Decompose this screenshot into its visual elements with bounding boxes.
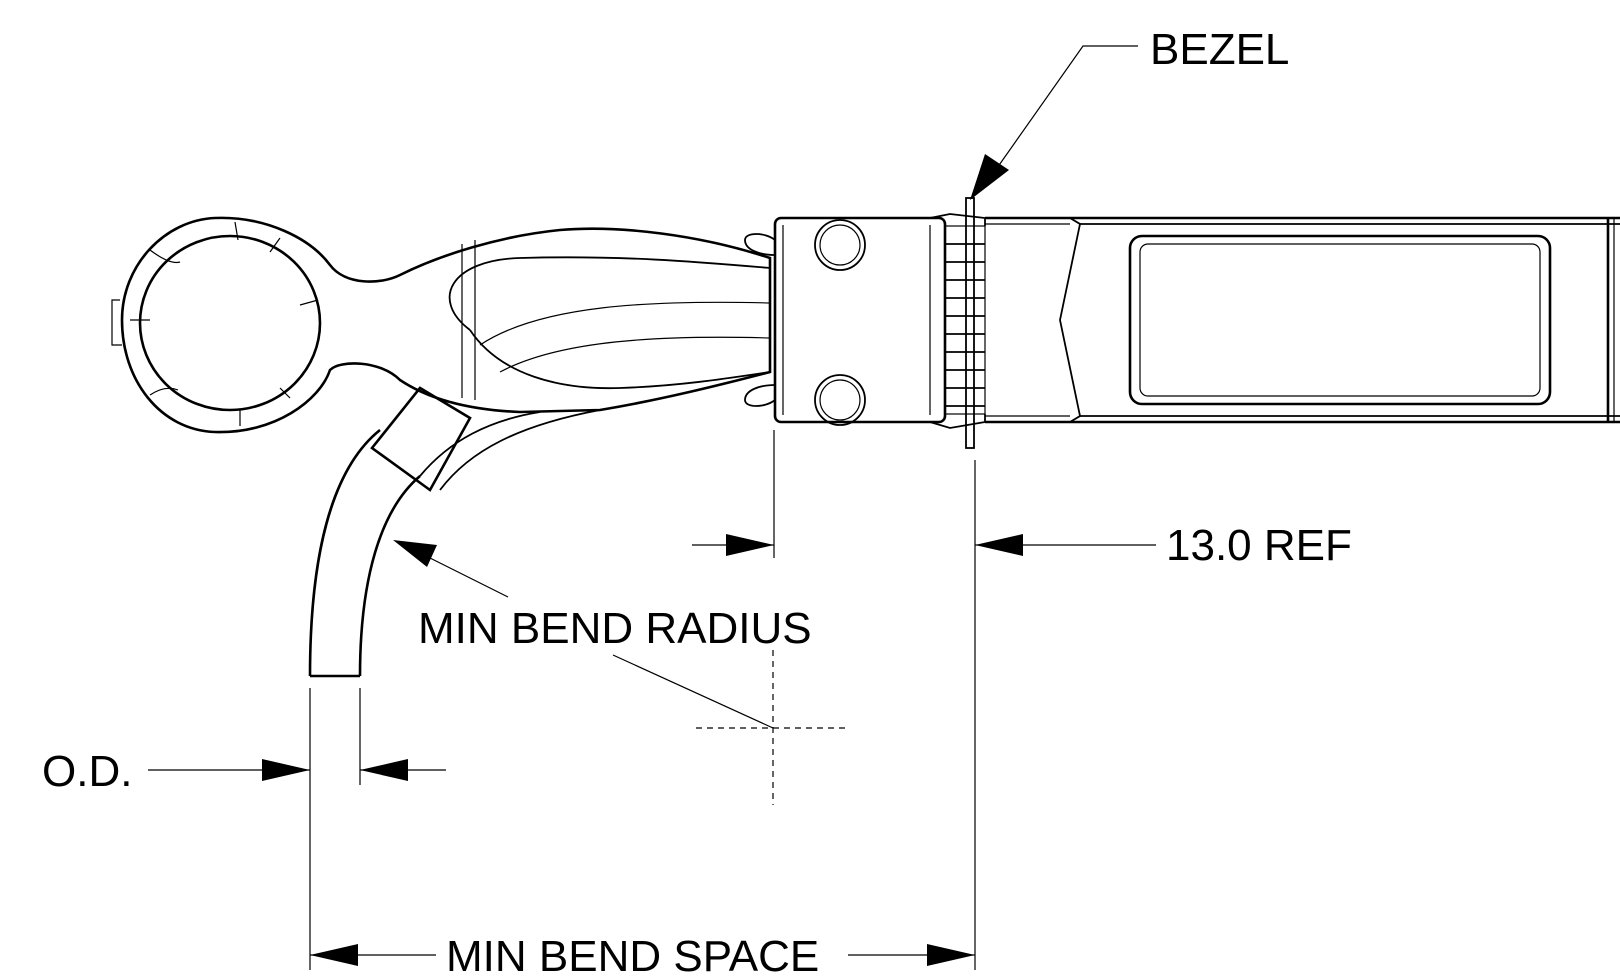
ref-dimension-label: 13.0 REF	[1166, 521, 1352, 570]
min-bend-space-label: MIN BEND SPACE	[446, 932, 819, 977]
latch-release	[1059, 217, 1082, 423]
bezel-label: BEZEL	[1150, 25, 1289, 74]
ref-arrow-left	[726, 534, 774, 556]
bezel-arrow	[970, 154, 1009, 200]
strain-relief	[370, 386, 472, 492]
transceiver-body	[985, 216, 1620, 424]
dimension-lines	[309, 430, 976, 970]
space-arrow-left	[310, 944, 358, 966]
radius-arrow	[393, 540, 437, 567]
screw-top	[814, 219, 866, 271]
ref-arrow-right	[975, 534, 1023, 556]
od-arrow-left	[262, 759, 310, 781]
bezel-plate	[965, 197, 975, 449]
od-label: O.D.	[42, 747, 132, 796]
od-arrow-right	[360, 759, 408, 781]
min-bend-radius-label: MIN BEND RADIUS	[418, 604, 812, 653]
label-recess	[1128, 234, 1552, 406]
bezel-leader	[989, 45, 1138, 179]
pull-tab-ring-outer	[120, 216, 772, 434]
bent-cable	[308, 386, 601, 678]
pull-tab-ring-inner	[138, 234, 322, 412]
screw-bottom	[814, 374, 866, 426]
connector-ribs	[944, 225, 986, 415]
cable-loop	[448, 256, 771, 331]
space-arrow-right	[927, 944, 975, 966]
cable-inner-edge	[358, 475, 421, 677]
cable-outer-edge	[308, 428, 381, 677]
pull-tab	[111, 216, 772, 434]
connector-housing	[744, 213, 986, 429]
